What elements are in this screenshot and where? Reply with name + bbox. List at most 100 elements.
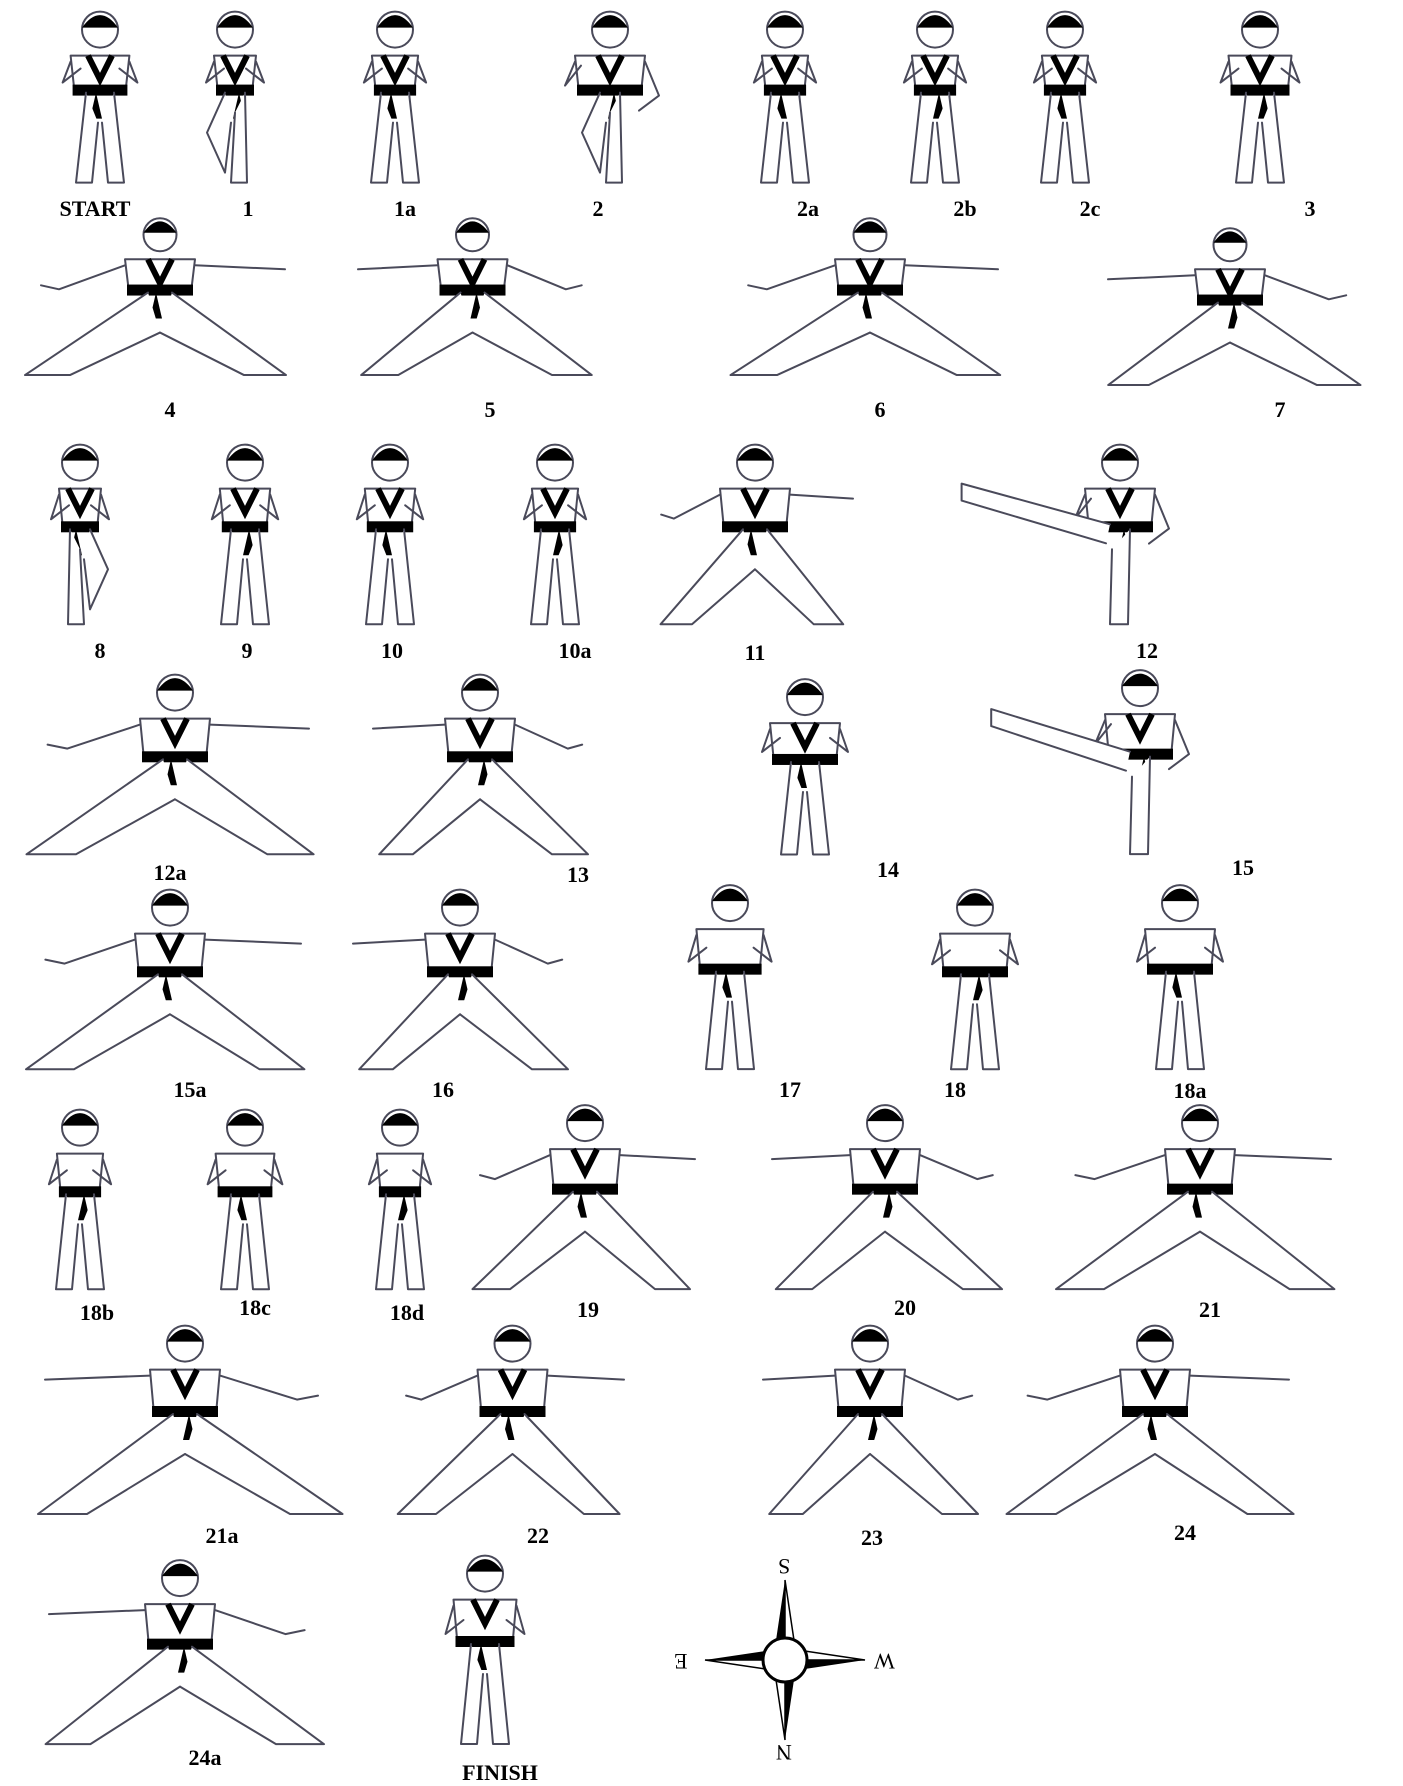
- figure-illustration: [360, 670, 600, 860]
- figure-belt: [152, 1406, 218, 1417]
- figure-arm: [620, 1155, 695, 1159]
- figure-belt: [1122, 1406, 1188, 1417]
- figure-group: [1221, 12, 1300, 183]
- figure-group: [991, 670, 1189, 854]
- figure-illustration: [460, 1100, 710, 1295]
- figure-illustration: [750, 1320, 990, 1520]
- figure-illustration: [1040, 1100, 1360, 1295]
- figure-leg: [870, 293, 1000, 376]
- figure-leg: [359, 974, 460, 1069]
- figure-arm: [1075, 1155, 1165, 1179]
- figure-arm: [406, 1376, 477, 1400]
- figure-leg: [870, 1414, 978, 1514]
- step-2c: 2c: [1010, 8, 1120, 188]
- figure-leg: [885, 1192, 1002, 1290]
- figure-illustration: [1185, 8, 1335, 188]
- figure-leg: [175, 759, 314, 854]
- figure-arm: [905, 265, 998, 269]
- step-label: 6: [875, 397, 886, 423]
- figure-leg: [1155, 1414, 1294, 1514]
- figure-arm: [772, 1155, 850, 1159]
- step-18c: 18c: [175, 1105, 315, 1295]
- figure-belt: [1147, 964, 1213, 975]
- figure-group: [772, 1105, 1002, 1289]
- figure-illustration: [520, 8, 700, 188]
- figure-group: [208, 1110, 283, 1290]
- figure-illustration: [25, 1105, 135, 1295]
- figure-leg: [1182, 972, 1204, 1070]
- step-label: 4: [165, 397, 176, 423]
- figure-leg: [361, 293, 472, 376]
- figure-arm: [548, 1376, 625, 1380]
- figure-belt: [222, 521, 268, 532]
- figure-group: [46, 1560, 324, 1744]
- figure-arm: [1265, 275, 1346, 299]
- figure-illustration: [340, 8, 450, 188]
- figure-group: [661, 445, 854, 625]
- figure-group: [962, 445, 1169, 625]
- figure-leg: [787, 93, 809, 183]
- figure-leg: [1108, 303, 1230, 386]
- figure-leg: [1200, 1192, 1334, 1290]
- figure-belt: [837, 1406, 903, 1417]
- figure-leg: [160, 293, 286, 376]
- step-label: 9: [242, 638, 253, 664]
- figure-arm: [45, 940, 135, 964]
- figure-arm: [495, 940, 562, 964]
- figure-belt: [942, 966, 1008, 977]
- figure-leg: [606, 93, 622, 183]
- figure-arm: [790, 495, 853, 499]
- figure-arm: [748, 265, 835, 289]
- figure-leg: [1007, 1414, 1156, 1514]
- figure-arm: [205, 940, 301, 944]
- step-1a: 1a: [340, 8, 450, 188]
- figure-belt: [837, 285, 903, 296]
- figure-leg: [392, 529, 414, 624]
- figure-arm: [215, 1610, 305, 1634]
- figure-leg: [27, 759, 176, 854]
- step-label: 22: [527, 1523, 549, 1549]
- figure-illustration: [500, 440, 610, 630]
- step-1: 1: [185, 8, 285, 188]
- step-22: 22: [385, 1320, 640, 1520]
- figure-group: [358, 218, 592, 375]
- compass-graphic: [690, 1565, 880, 1755]
- step-label: 15: [1232, 855, 1254, 881]
- figure-illustration: [880, 885, 1070, 1075]
- figure-illustration: [690, 675, 920, 860]
- figure-belt: [1197, 295, 1263, 306]
- figure-leg: [376, 1194, 398, 1289]
- figure-illustration: [330, 440, 450, 630]
- step-label: 3: [1305, 196, 1316, 222]
- figure-illustration: [715, 215, 1025, 380]
- step-finish: FINISH: [410, 1550, 560, 1750]
- step-18b: 18b: [25, 1105, 135, 1295]
- figure-belt: [73, 85, 128, 96]
- figure-leg: [661, 529, 756, 624]
- figure-illustration: [10, 670, 340, 860]
- figure-leg: [231, 93, 247, 183]
- figure-arm: [905, 1376, 972, 1400]
- figure-illustration: [990, 1320, 1320, 1520]
- figure-illustration: [10, 885, 330, 1075]
- step-label: 5: [485, 397, 496, 423]
- step-13: 13: [360, 670, 600, 860]
- figure-arm: [353, 940, 425, 944]
- step-label: 24a: [189, 1745, 222, 1771]
- figure-group: [1007, 1326, 1294, 1514]
- figure-leg: [68, 529, 84, 624]
- step-16: 16: [340, 885, 580, 1075]
- figure-group: [565, 12, 659, 183]
- step-label: 18c: [239, 1295, 271, 1321]
- step-start: START: [30, 8, 170, 188]
- figure-leg: [769, 1414, 870, 1514]
- figure-group: [1056, 1105, 1334, 1289]
- figure-belt: [698, 964, 761, 975]
- step-8: 8: [30, 440, 130, 630]
- figure-arm: [48, 725, 140, 749]
- step-10a: 10a: [500, 440, 610, 630]
- figure-belt: [440, 285, 506, 296]
- figure-leg: [776, 1192, 885, 1290]
- figure-group: [398, 1326, 624, 1514]
- figure-leg: [585, 1192, 690, 1290]
